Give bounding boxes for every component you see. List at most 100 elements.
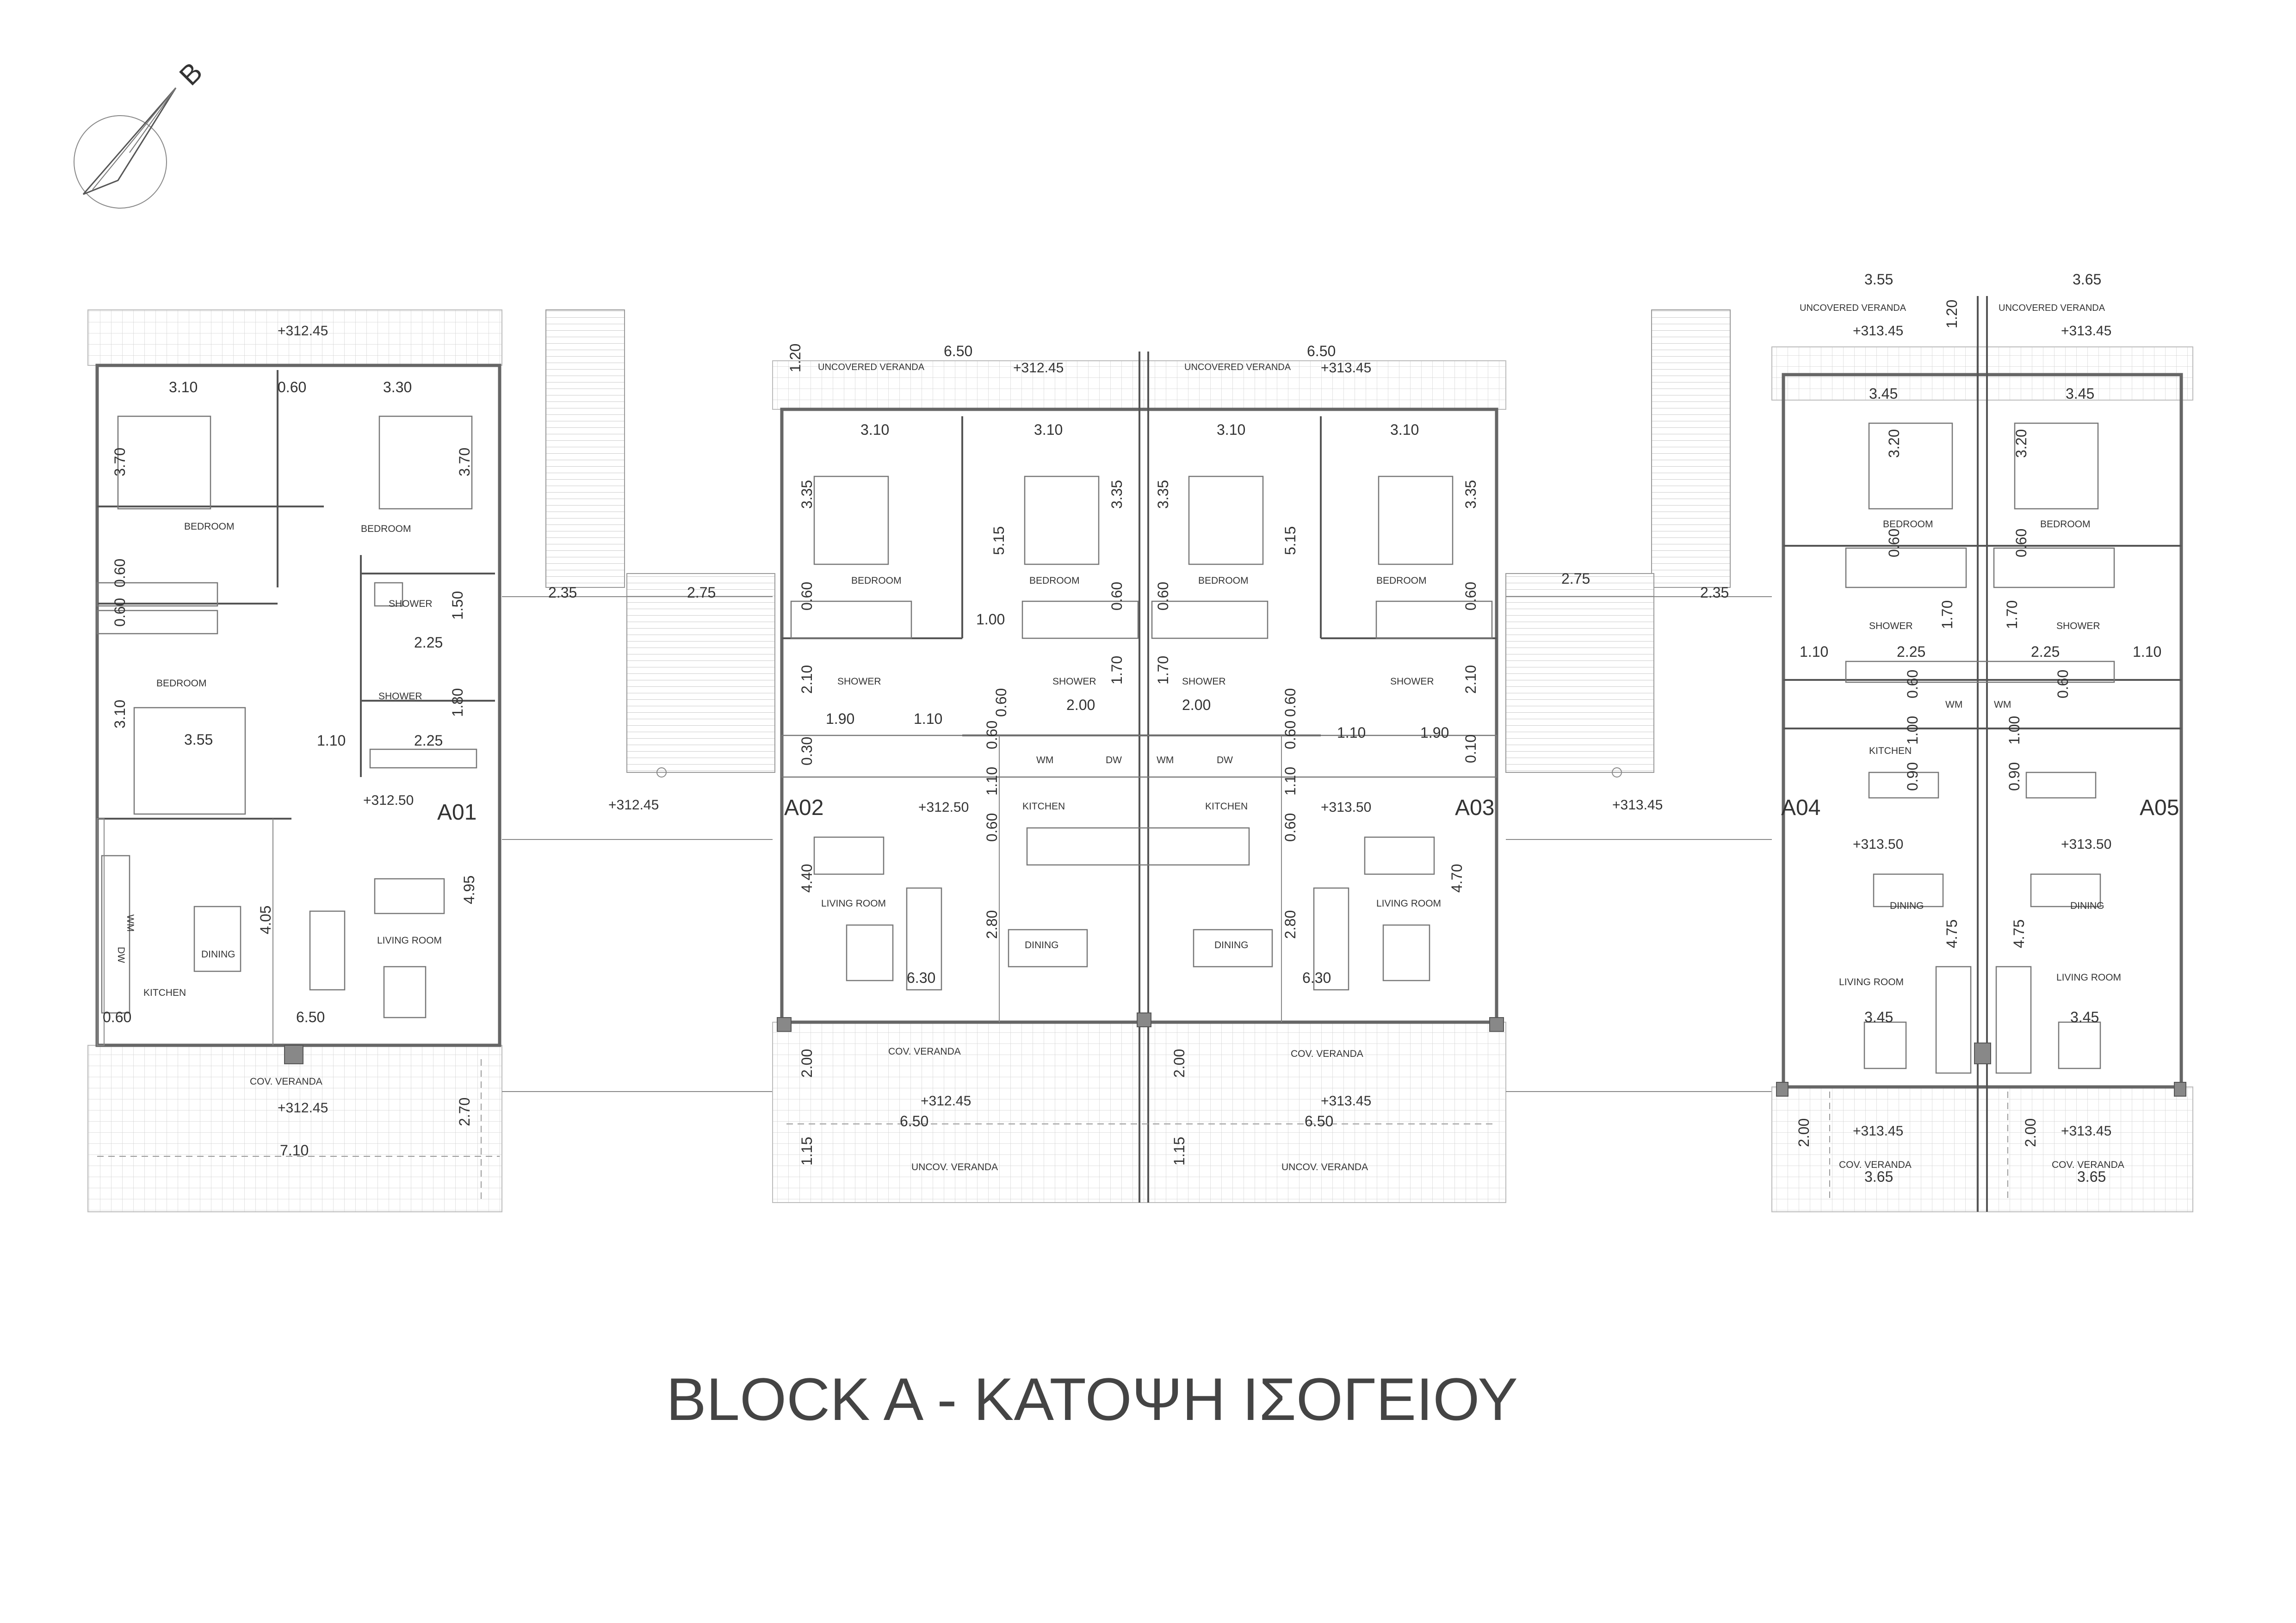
a03-dim-b1-h: 3.35 — [1155, 480, 1171, 509]
a03-dim-c2: 0.60 — [1282, 688, 1299, 717]
link-right: 2.75 2.35 +313.45 — [1505, 309, 1772, 1092]
a05-dim-k3: 0.90 — [2006, 762, 2023, 791]
a04-dim-top: 3.55 — [1864, 271, 1893, 288]
a02-dim-fv-w: 6.50 — [900, 1113, 928, 1129]
a03-uncov-veranda-front: UNCOV. VERANDA — [1281, 1162, 1368, 1173]
a02-dim-rear-h: 1.20 — [787, 344, 804, 372]
a04-dim-k3: 0.90 — [1904, 762, 1921, 791]
a03-living-room: LIVING ROOM — [1376, 898, 1441, 909]
a03-dim-k4: 0.60 — [1282, 813, 1299, 842]
a01-front-level: +312.45 — [278, 1100, 328, 1116]
a01-wm: WM — [125, 914, 136, 932]
a05-dim-fv-h: 2.00 — [2022, 1118, 2039, 1147]
a01-dim-total-w: 6.50 — [296, 1009, 325, 1025]
a04-wm: WM — [1945, 699, 1962, 710]
a02-wm: WM — [1036, 755, 1053, 765]
a01-bedroom-3: BEDROOM — [156, 678, 207, 689]
a02-dim-b2-h: 3.35 — [1108, 480, 1125, 509]
a04-dim-b-h: 3.20 — [1886, 429, 1902, 458]
a01-dim-b2-h: 3.70 — [456, 448, 473, 476]
a01-dim-wd-b: 0.60 — [111, 598, 128, 627]
unit-a02-a03: UNCOVERED VERANDA BEDROOM BEDROOM SHOWER… — [772, 343, 1506, 1203]
a02-dim-k2: 0.30 — [798, 737, 815, 765]
link-left-dim-a: 2.35 — [548, 584, 577, 601]
a03-bedroom-1: BEDROOM — [1198, 575, 1249, 586]
a03-dim-sh-w: 1.90 — [1420, 724, 1449, 741]
a02-dining: DINING — [1025, 940, 1059, 950]
a03-dim-uv-h: 1.15 — [1171, 1137, 1188, 1166]
a01-dim-top-b: 0.60 — [278, 379, 306, 395]
a03-kitchen: KITCHEN — [1205, 801, 1248, 812]
link-right-dim-b: 2.35 — [1700, 584, 1729, 601]
a04-dim-wd: 0.60 — [1886, 529, 1902, 557]
a02-shower-1: SHOWER — [837, 676, 881, 687]
a01-floor-level: +312.50 — [363, 793, 414, 808]
a02-uncov-veranda: UNCOVERED VERANDA — [818, 362, 925, 372]
a03-dim-b2-w: 3.10 — [1390, 421, 1419, 438]
a03-cov-veranda: COV. VERANDA — [1291, 1049, 1363, 1059]
a02-uncov-veranda-front: UNCOV. VERANDA — [911, 1162, 998, 1173]
a03-dim-wd2: 0.60 — [1462, 582, 1479, 611]
a02-dim-c2: 0.60 — [993, 688, 1009, 717]
a01-bedroom-1: BEDROOM — [184, 521, 235, 532]
a03-dim-sh2-w: 2.00 — [1182, 697, 1211, 713]
a02-rear-level: +312.45 — [1013, 360, 1064, 376]
a04-dim-sh-w: 2.25 — [1897, 643, 1925, 660]
a05-dim-b-w: 3.45 — [2066, 385, 2094, 402]
a01-dim-shower-w1: 2.25 — [414, 634, 443, 651]
a01-dim-top-a: 3.10 — [169, 379, 198, 395]
a05-dim-top: 3.65 — [2073, 271, 2101, 288]
a05-dim-lr-h: 4.75 — [2011, 919, 2027, 948]
a01-dim-shower-w2: 2.25 — [414, 732, 443, 749]
a02-dw: DW — [1106, 755, 1122, 765]
a04-unit-label: A04 — [1781, 796, 1820, 820]
a02-bedroom-1: BEDROOM — [851, 575, 902, 586]
unit-a04-a05: UNCOVERED VERANDA BEDROOM SHOWER KITCHEN… — [1771, 271, 2193, 1212]
a03-rear-level: +313.45 — [1321, 360, 1371, 376]
a02-dim-corr: 1.00 — [976, 611, 1005, 628]
a03-dw: DW — [1217, 755, 1233, 765]
a02-shower-2: SHOWER — [1052, 676, 1096, 687]
a01-dim-b3-w: 3.55 — [184, 731, 213, 748]
a02-cov-veranda: COV. VERANDA — [888, 1046, 961, 1057]
link-left-level: +312.45 — [608, 797, 659, 813]
a02-bedroom-2: BEDROOM — [1029, 575, 1080, 586]
a05-rear-level: +313.45 — [2061, 323, 2111, 339]
a04-dim-sh-h: 1.70 — [1939, 600, 1956, 629]
a03-dim-wd1: 0.60 — [1155, 582, 1171, 611]
a04-dim-c: 1.10 — [1800, 643, 1828, 660]
a02-dim-sh2-h: 1.70 — [1108, 656, 1125, 685]
a01-dw: DW — [116, 947, 126, 963]
a02-dim-uv-h: 1.15 — [798, 1137, 815, 1166]
a04-bedroom: BEDROOM — [1883, 519, 1933, 530]
a03-dim-c1: 1.10 — [1337, 724, 1366, 741]
a05-wm: WM — [1994, 699, 2011, 710]
a02-dim-din-h: 2.80 — [984, 910, 1000, 939]
a03-uncov-veranda: UNCOVERED VERANDA — [1184, 362, 1291, 372]
link-right-level: +313.45 — [1612, 797, 1663, 813]
link-right-dim-a: 2.75 — [1561, 570, 1590, 587]
a03-dim-mid-h: 5.15 — [1282, 526, 1299, 555]
a02-dim-k3: 1.10 — [984, 767, 1000, 796]
a03-dining: DINING — [1214, 940, 1249, 950]
a05-dim-k2: 1.00 — [2006, 716, 2023, 745]
a01-dining: DINING — [201, 949, 235, 960]
a02-dim-overall: 6.50 — [944, 343, 972, 359]
a05-unit-label: A05 — [2140, 796, 2179, 820]
a02-dim-k4: 0.60 — [984, 813, 1000, 842]
a01-shower-1: SHOWER — [389, 599, 433, 609]
a02-dim-wd2: 0.60 — [1108, 582, 1125, 611]
a03-bedroom-2: BEDROOM — [1376, 575, 1427, 586]
a01-dim-b1-h: 3.70 — [111, 448, 128, 476]
a05-shower: SHOWER — [2056, 621, 2100, 631]
a01-dim-living-h: 4.95 — [461, 876, 477, 904]
a01-dim-wd-a: 0.60 — [111, 559, 128, 587]
a01-dim-corridor: 1.10 — [317, 732, 346, 749]
a04-dim-fv-h: 2.00 — [1795, 1118, 1812, 1147]
a05-dim-c: 1.10 — [2133, 643, 2161, 660]
a04-dim-k2: 1.00 — [1904, 716, 1921, 745]
a02-dim-wd1: 0.60 — [798, 582, 815, 611]
a02-dim-sh2-w: 2.00 — [1066, 697, 1095, 713]
a05-dim-sh-h: 1.70 — [2004, 600, 2020, 629]
a01-unit-label: A01 — [437, 800, 477, 825]
